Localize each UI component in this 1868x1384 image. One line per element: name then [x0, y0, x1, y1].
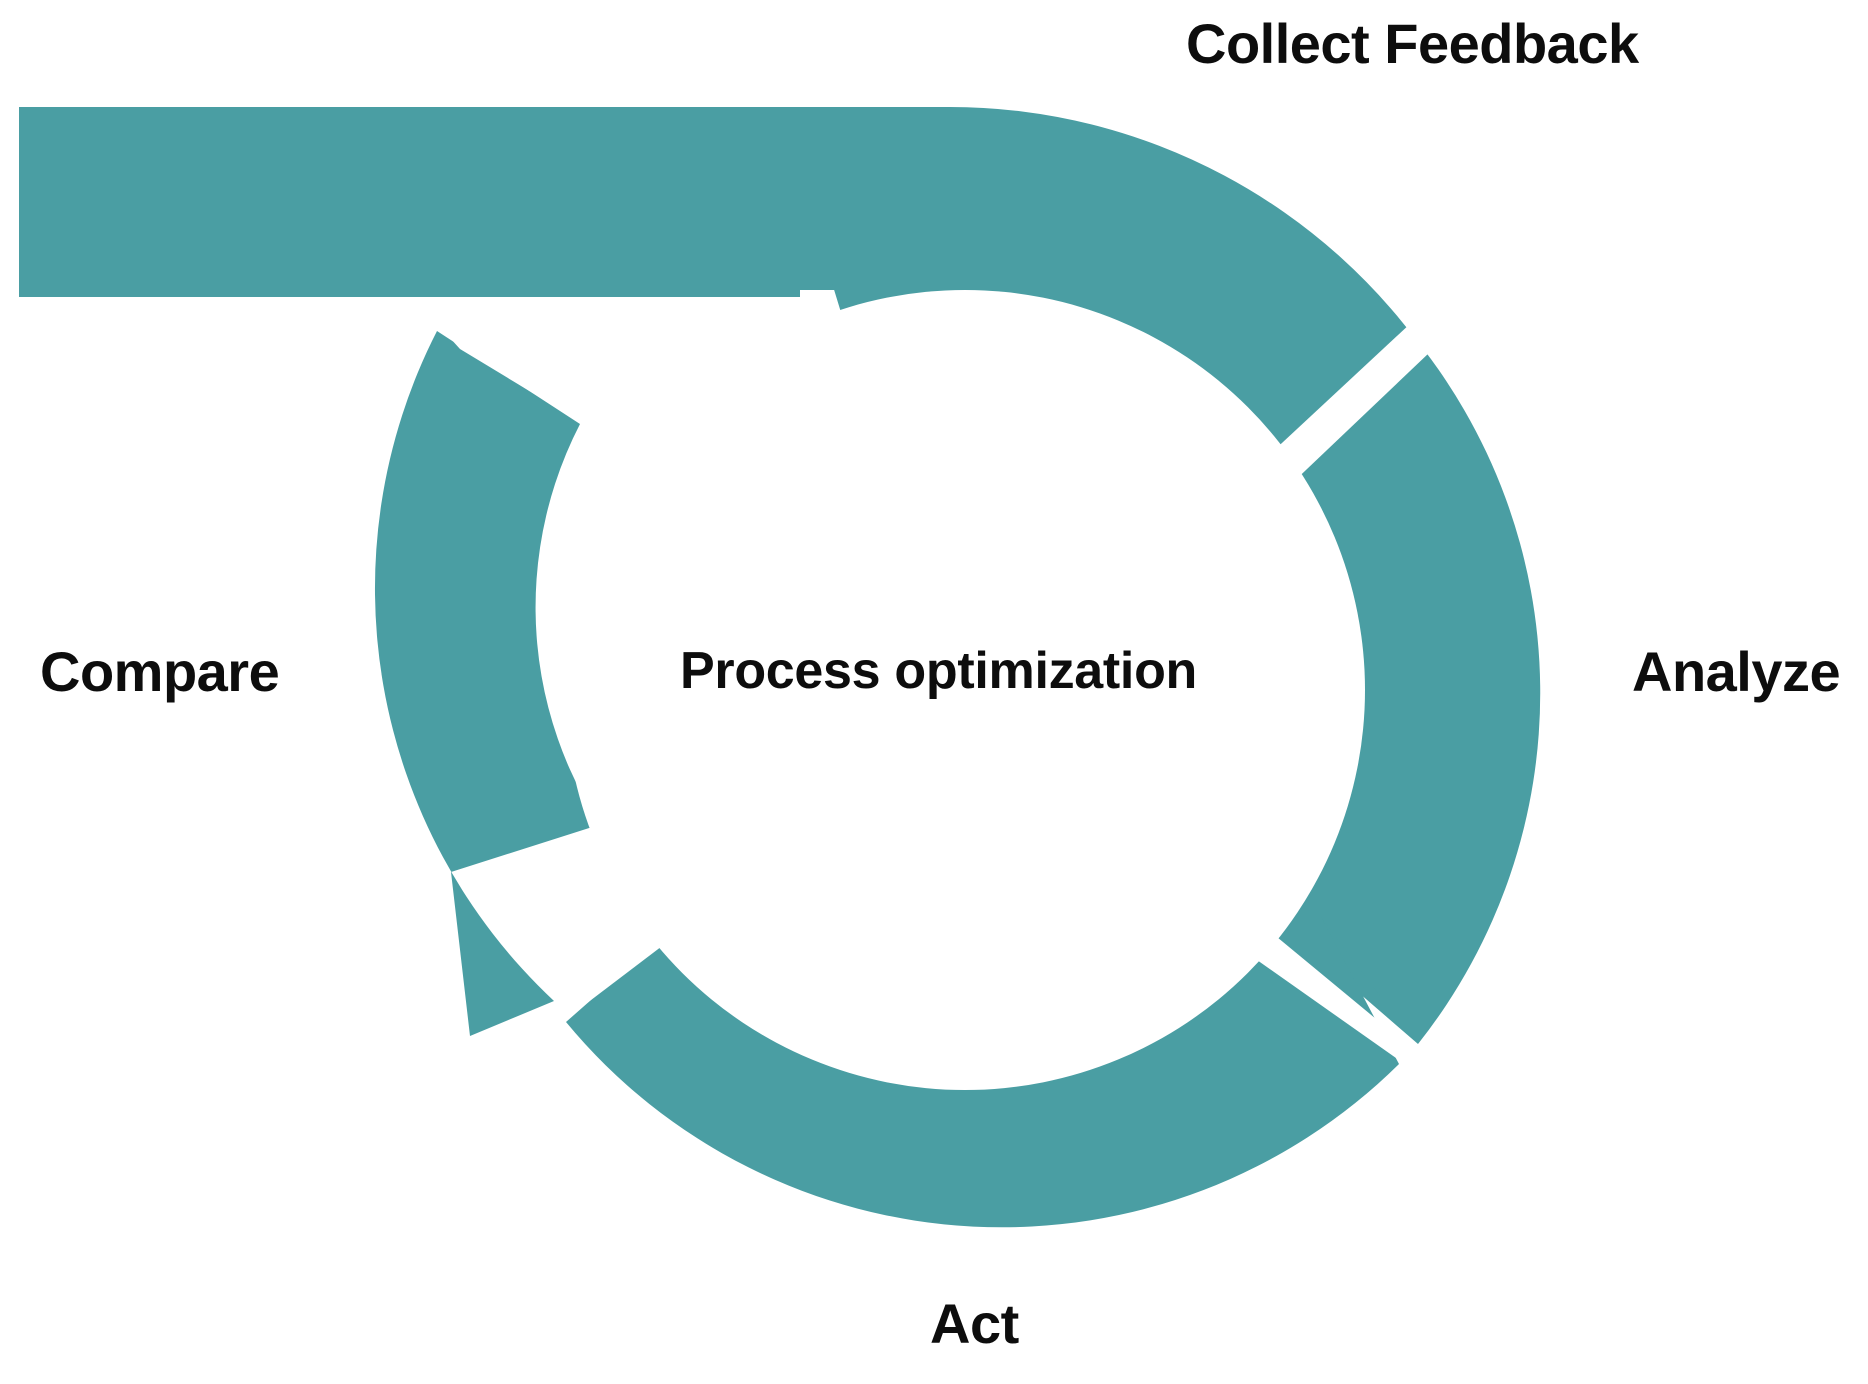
collect-feedback-entry-bar [19, 107, 800, 297]
step-label-collect-feedback: Collect Feedback [1186, 12, 1639, 75]
segment-compare[interactable] [374, 331, 663, 1036]
notch-analyze-act [1240, 918, 1416, 1058]
segment-act[interactable] [566, 828, 1399, 1228]
center-label: Process optimization [680, 642, 1197, 700]
step-label-compare: Compare [40, 640, 280, 703]
collect-feedback-arc [800, 107, 1434, 472]
compare-arc [374, 331, 663, 1036]
step-label-act: Act [930, 1292, 1019, 1355]
notch-collect-analyze [1268, 322, 1430, 489]
act-arc [566, 828, 1399, 1228]
inner-disc [565, 290, 1365, 1090]
step-label-analyze: Analyze [1632, 640, 1841, 703]
